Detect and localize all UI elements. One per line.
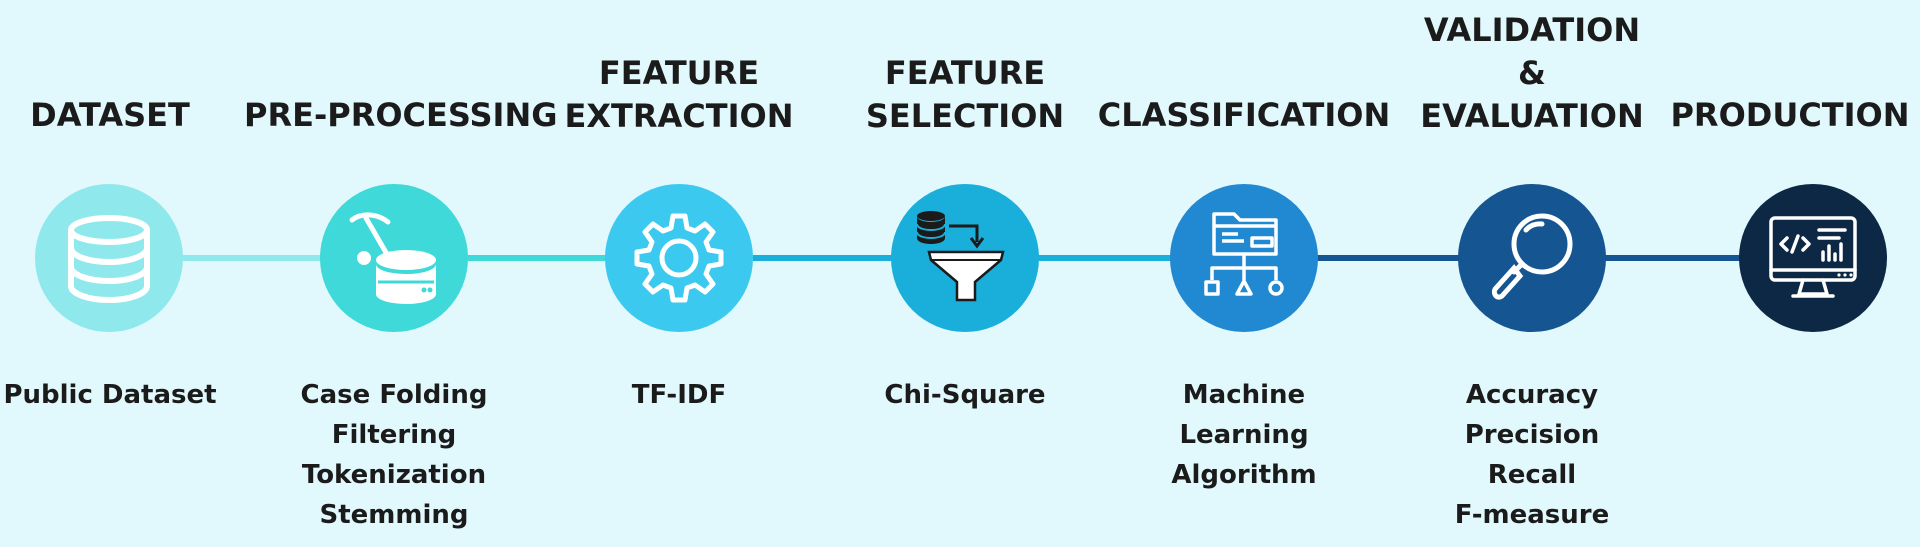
step-title-production: PRODUCTION	[1670, 96, 1910, 134]
step-circle-preprocessing	[320, 184, 468, 332]
step-circle-dataset	[35, 184, 183, 332]
step-title-dataset: DATASET	[30, 96, 190, 134]
connector-classification-validation	[1316, 255, 1460, 261]
connector-preprocessing-extraction	[468, 255, 608, 261]
step-title-feature-selection: FEATURE SELECTION	[865, 54, 1065, 135]
step-circle-feature-extraction	[605, 184, 753, 332]
connector-dataset-preprocessing	[182, 255, 322, 261]
step-detail-classification: Machine Learning Algorithm	[1171, 380, 1317, 490]
step-title-validation-evaluation: VALIDATION & EVALUATION	[1420, 11, 1644, 135]
step-detail-preprocessing: Case Folding Filtering Tokenization Stem…	[300, 380, 488, 530]
step-title-classification: CLASSIFICATION	[1097, 96, 1391, 134]
step-circle-validation-evaluation	[1458, 184, 1606, 332]
step-detail-validation-evaluation: Accuracy Precision Recall F-measure	[1454, 380, 1610, 530]
step-title-preprocessing: PRE-PROCESSING	[244, 96, 558, 134]
database-funnel-icon	[916, 211, 1005, 302]
pickaxe-storage-icon	[349, 212, 436, 304]
step-title-feature-extraction: FEATURE EXTRACTION	[564, 54, 794, 135]
connector-selection-classification	[1038, 255, 1172, 261]
step-circle-production	[1739, 184, 1887, 332]
step-circle-feature-selection	[891, 184, 1039, 332]
connector-validation-production	[1605, 255, 1741, 261]
magnifier-icon	[1491, 213, 1573, 300]
monitor-code-icon	[1769, 216, 1857, 298]
connector-extraction-selection	[753, 255, 893, 261]
step-detail-dataset: Public Dataset	[3, 380, 217, 410]
database-icon	[68, 215, 150, 303]
step-circle-classification	[1170, 184, 1318, 332]
gear-icon	[634, 213, 724, 303]
folder-hierarchy-icon	[1204, 212, 1284, 296]
step-detail-feature-selection: Chi-Square	[884, 380, 1046, 410]
step-detail-feature-extraction: TF-IDF	[631, 380, 727, 410]
